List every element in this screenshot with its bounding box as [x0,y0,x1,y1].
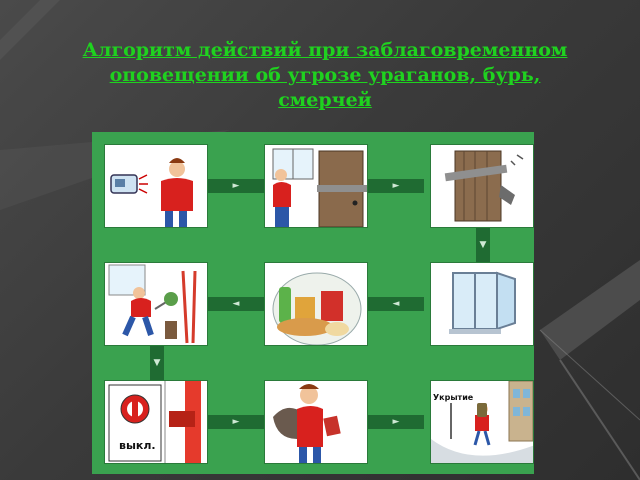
arrow-down-glyph: ▼ [479,240,487,250]
person-with-bag-icon [273,384,341,463]
arrow-right-glyph: ► [232,417,240,427]
panel-close-window-door [264,144,368,228]
food-supply-bag-icon [272,272,362,345]
panel-take-documents [264,380,368,464]
person-moving-items-icon [108,264,197,344]
panel-food-supplies [264,262,368,346]
arrow-right-glyph: ► [392,417,400,427]
switch-off-label: выкл. [119,439,156,452]
arrow-left-1: ◄ [208,297,264,311]
arrow-left-glyph: ◄ [232,299,240,309]
arrow-down-2: ▼ [150,346,164,380]
arrow-right-1: ► [208,179,264,193]
title-line-3: смерчей [278,89,372,111]
title-line-2: оповещении об угрозе ураганов, бурь, [109,64,541,86]
window-and-door-icon [272,148,367,227]
shelter-sign: Укрытие [433,393,474,402]
panel-close-windows [430,262,534,346]
arrow-right-4: ► [368,415,424,429]
slide-title: Алгоритм действий при заблаговременном о… [40,38,610,113]
title-line-1: Алгоритм действий при заблаговременном [82,39,568,61]
arrow-left-2: ◄ [368,297,424,311]
radio-listening-icon [110,158,193,227]
shelter-building-icon [431,381,533,463]
arrow-right-glyph: ► [232,181,240,191]
arrow-down-1: ▼ [476,228,490,262]
arrow-down-glyph: ▼ [153,358,161,368]
panel-board-up-door [430,144,534,228]
boarded-door-icon [444,150,524,222]
algorithm-board: ► ► ▼ [92,132,534,474]
arrow-right-2: ► [368,179,424,193]
panel-bring-items-inside [104,262,208,346]
panel-switch-off-power: выкл. [104,380,208,464]
panel-listen-radio [104,144,208,228]
arrow-left-glyph: ◄ [392,299,400,309]
arrow-right-glyph: ► [392,181,400,191]
open-window-icon [449,271,516,334]
panel-go-to-shelter: Укрытие [430,380,534,464]
arrow-right-3: ► [208,415,264,429]
power-switch-icon [108,381,201,463]
